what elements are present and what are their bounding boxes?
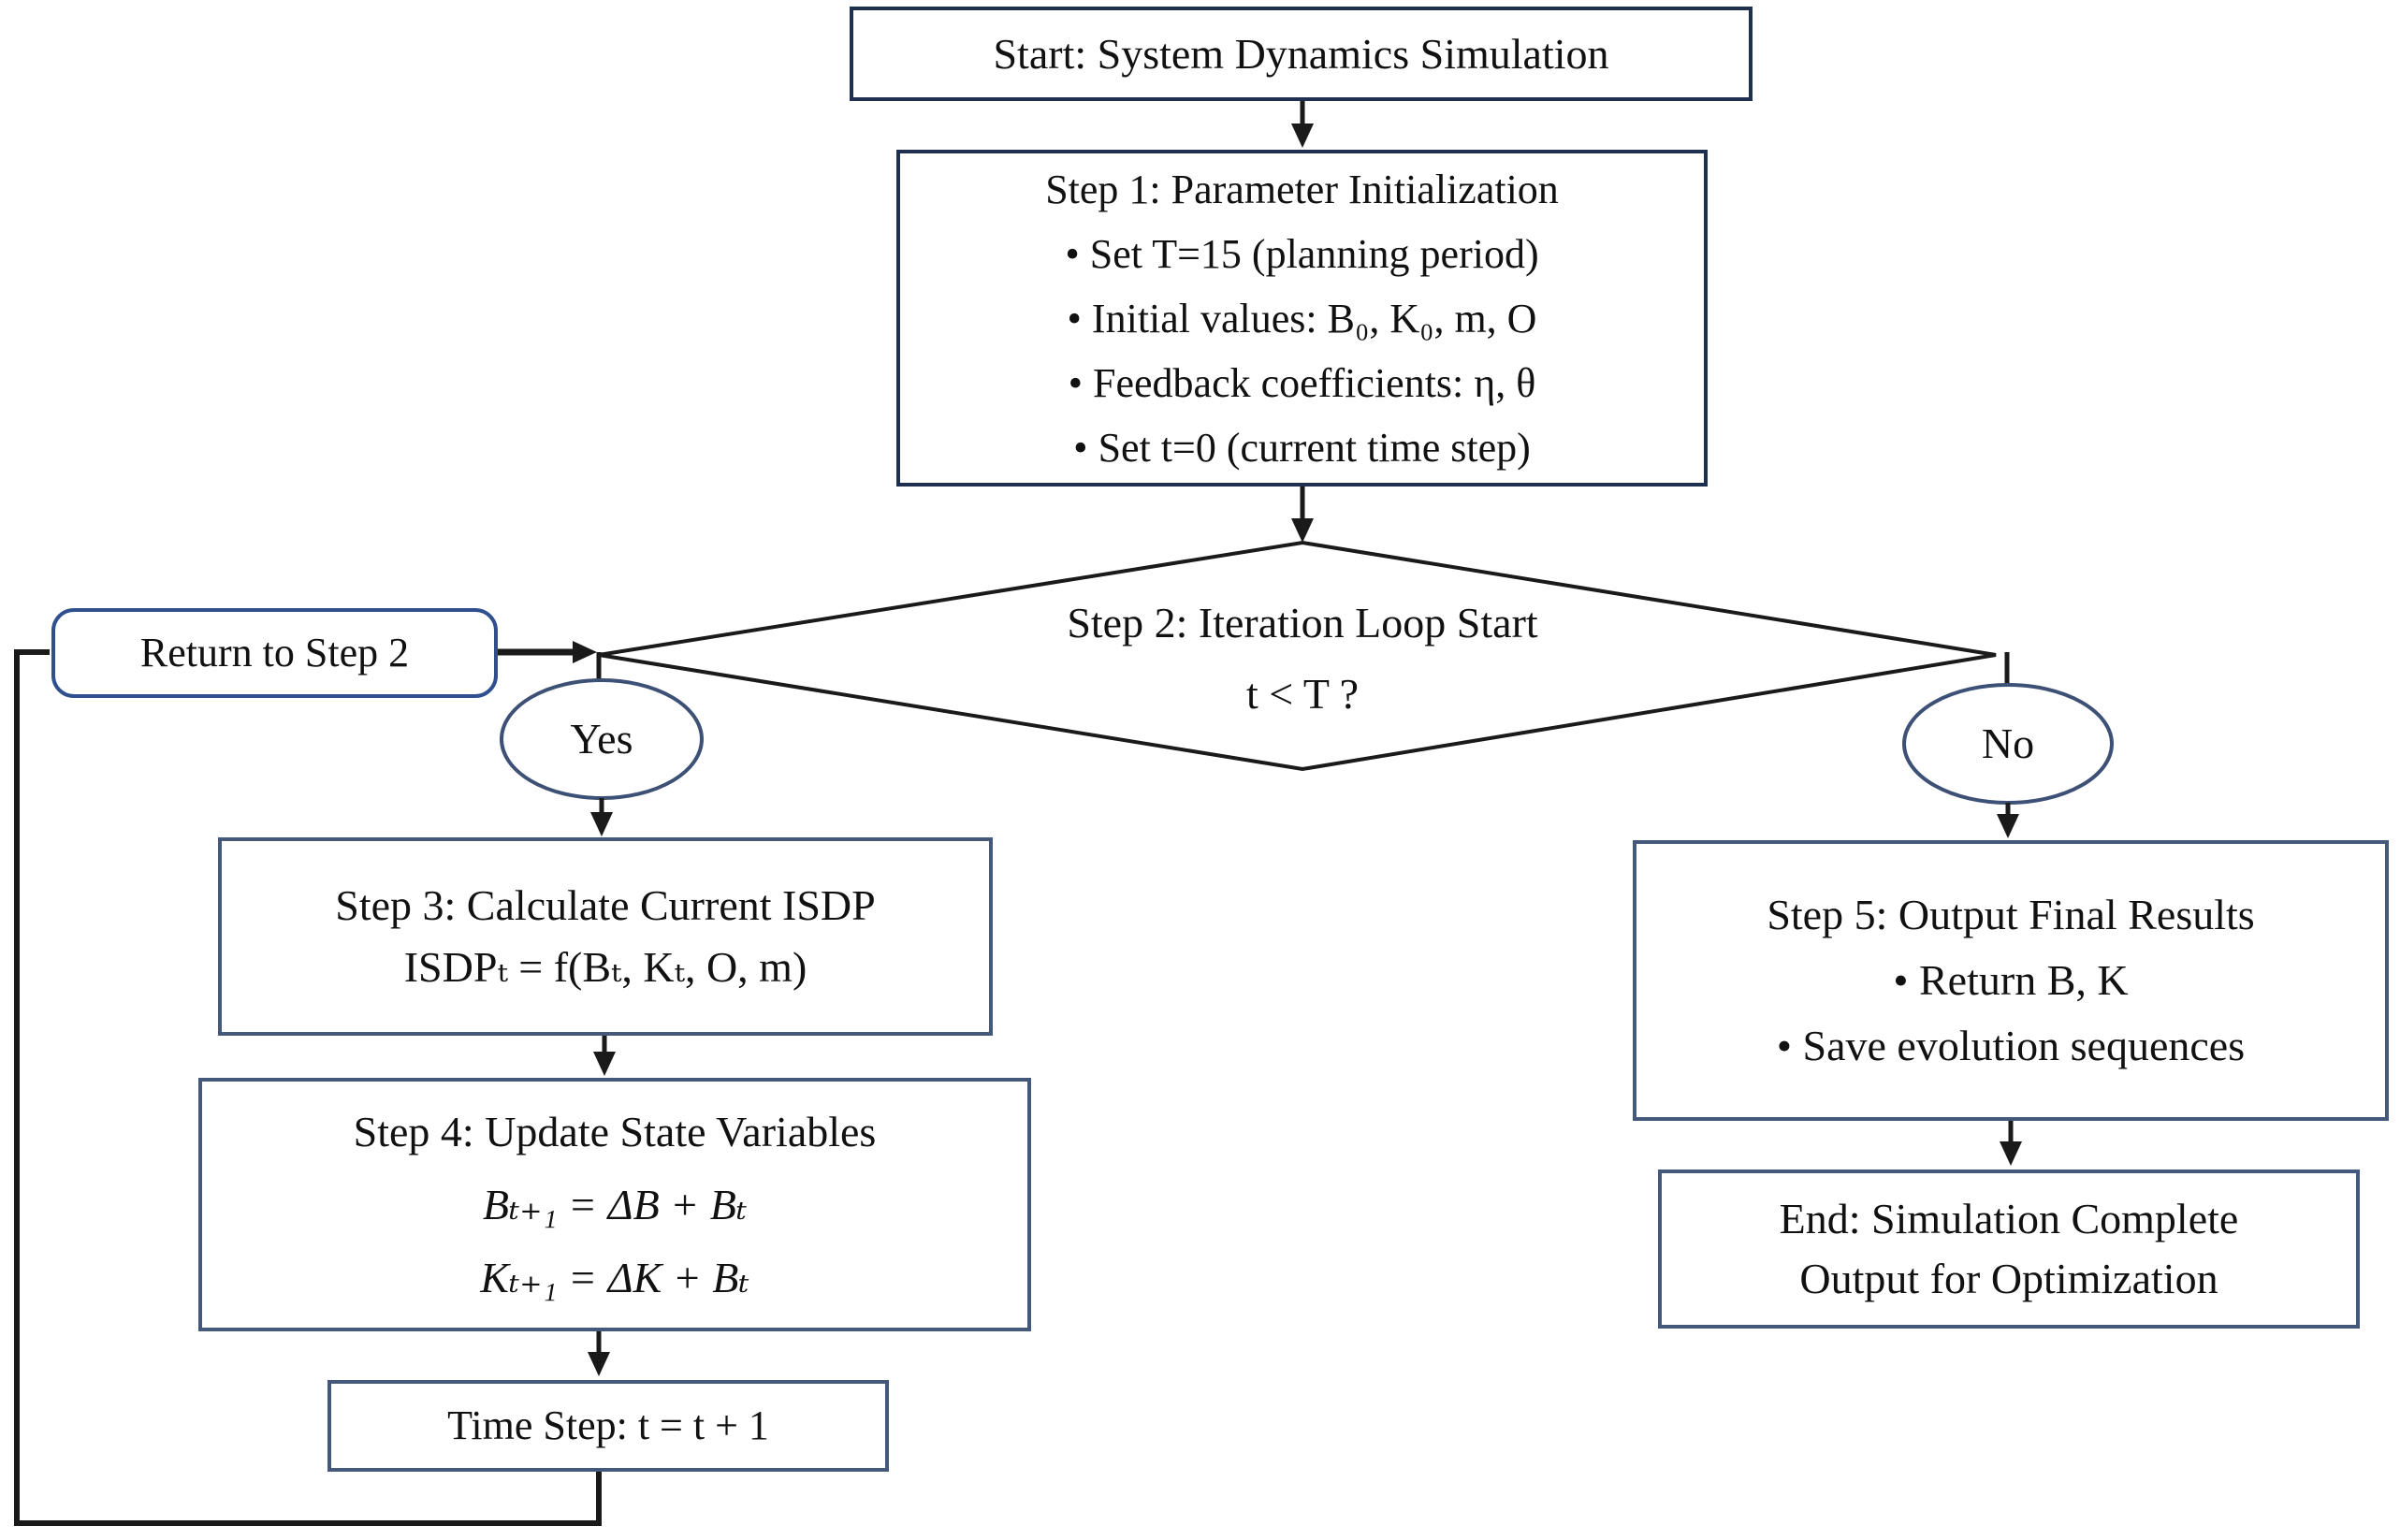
no-label: No bbox=[1981, 719, 2035, 767]
step3-title: Step 3: Calculate Current ISDP bbox=[335, 881, 876, 929]
step2-title: Step 2: Iteration Loop Start bbox=[1067, 599, 1538, 647]
arrow-step3-to-step4 bbox=[593, 1036, 616, 1076]
start-label: Start: System Dynamics Simulation bbox=[993, 29, 1609, 78]
return-label: Return to Step 2 bbox=[139, 630, 410, 676]
end-line-1: End: Simulation Complete bbox=[1779, 1195, 2239, 1242]
node-step5: Step 5: Output Final Results • Return B,… bbox=[1633, 840, 2389, 1121]
node-step2-decision: Step 2: Iteration Loop Start t < T ? bbox=[835, 585, 1770, 733]
arrow-step1-to-step2 bbox=[1291, 487, 1314, 543]
arrow-step4-to-timestep bbox=[588, 1331, 610, 1376]
decision-diamond-shape bbox=[598, 540, 1997, 772]
step1-bullet-planning-period: • Set T=15 (planning period) bbox=[1065, 230, 1539, 277]
arrow-yes-to-step3 bbox=[590, 798, 613, 836]
arrow-no-to-step5 bbox=[1997, 803, 2019, 838]
step4-equation-b: Bₜ₊₁ = ΔB + Bₜ bbox=[482, 1180, 748, 1228]
step1-bullet-set-t0: • Set t=0 (current time step) bbox=[1073, 424, 1531, 471]
node-step3: Step 3: Calculate Current ISDP ISDPₜ = f… bbox=[218, 837, 993, 1036]
step1-title: Step 1: Parameter Initialization bbox=[1045, 166, 1559, 212]
node-return-to-step2: Return to Step 2 bbox=[51, 608, 498, 698]
step3-formula: ISDPₜ = f(Bₜ, Kₜ, O, m) bbox=[403, 943, 807, 991]
yes-label: Yes bbox=[570, 715, 633, 763]
step1-bullet-initial-values: • Initial values: B₀, K₀, m, O bbox=[1067, 295, 1537, 341]
step5-title: Step 5: Output Final Results bbox=[1767, 891, 2255, 938]
step5-bullet-save: • Save evolution sequences bbox=[1776, 1022, 2246, 1069]
node-step4: Step 4: Update State Variables Bₜ₊₁ = ΔB… bbox=[198, 1078, 1031, 1331]
arrow-step5-to-end bbox=[2000, 1121, 2022, 1166]
loop-back-line bbox=[14, 649, 602, 1526]
step2-condition: t < T ? bbox=[1245, 670, 1360, 718]
step4-equation-k: Kₜ₊₁ = ΔK + Bₜ bbox=[480, 1253, 749, 1301]
step1-bullet-feedback-coefficients: • Feedback coefficients: η, θ bbox=[1068, 359, 1536, 406]
step4-title: Step 4: Update State Variables bbox=[353, 1107, 877, 1155]
node-time-step: Time Step: t = t + 1 bbox=[327, 1380, 889, 1472]
step5-bullet-return: • Return B, K bbox=[1893, 956, 2129, 1004]
node-step1: Step 1: Parameter Initialization • Set T… bbox=[896, 150, 1708, 487]
arrow-start-to-step1 bbox=[1291, 101, 1314, 148]
node-start: Start: System Dynamics Simulation bbox=[850, 7, 1753, 101]
node-end: End: Simulation Complete Output for Opti… bbox=[1658, 1170, 2360, 1329]
time-step-label: Time Step: t = t + 1 bbox=[447, 1402, 769, 1448]
arrow-return-to-step2 bbox=[498, 641, 597, 663]
end-line-2: Output for Optimization bbox=[1799, 1255, 2218, 1302]
